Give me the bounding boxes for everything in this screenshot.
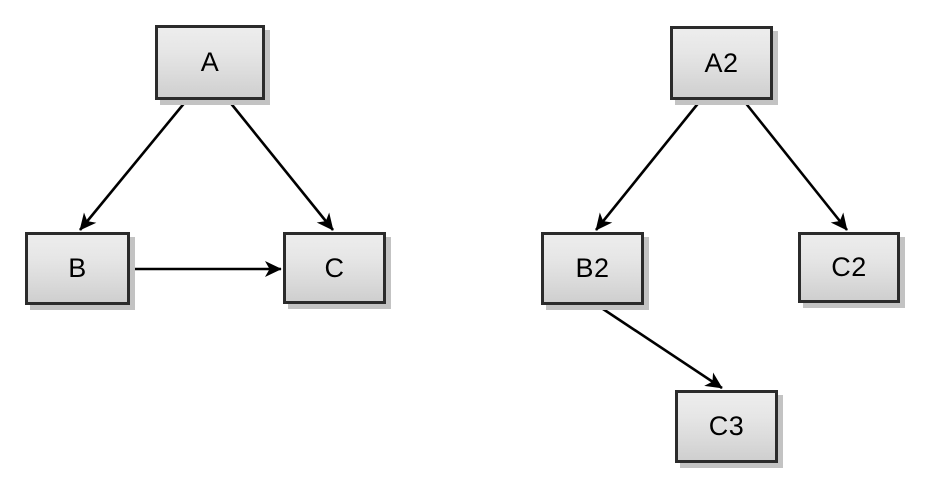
node-label: B2	[575, 253, 610, 283]
edge-a-to-c	[227, 100, 335, 231]
node-label: C3	[708, 411, 745, 441]
node-label: C2	[831, 252, 867, 282]
node-c3[interactable]: C3	[675, 390, 778, 463]
node-label: B	[68, 253, 87, 283]
node-label: A	[200, 47, 220, 77]
edge-a2-to-b2	[594, 100, 702, 231]
node-a2[interactable]: A2	[670, 26, 773, 100]
edge-b2-to-c3	[599, 305, 723, 390]
edge-a-to-b	[78, 100, 188, 231]
node-b[interactable]: B	[25, 232, 130, 305]
node-label: C	[324, 252, 345, 283]
node-a[interactable]: A	[155, 25, 265, 100]
node-c[interactable]: C	[283, 232, 386, 304]
node-label: A2	[704, 47, 739, 78]
node-c2[interactable]: C2	[798, 232, 900, 303]
edges-group	[78, 100, 849, 390]
node-b2[interactable]: B2	[541, 232, 644, 305]
edge-a2-to-c2	[742, 100, 849, 231]
